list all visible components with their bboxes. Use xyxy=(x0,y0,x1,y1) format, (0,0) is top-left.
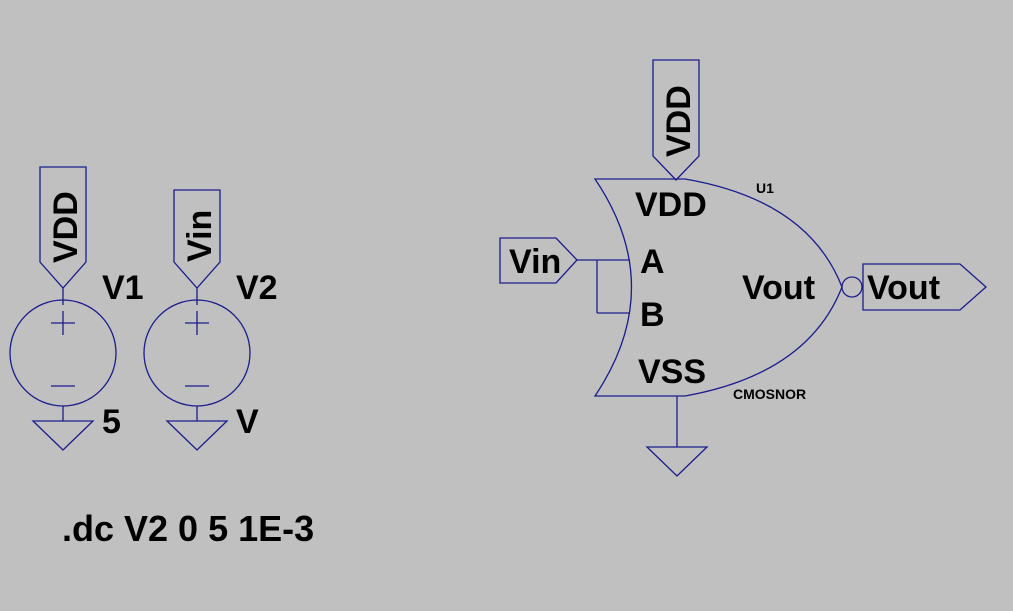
net-flag-vdd-v1-label: VDD xyxy=(47,191,85,263)
pin-label-out: Vout xyxy=(742,269,815,307)
input-wiring xyxy=(577,259,630,314)
source-value-v2: V xyxy=(236,403,259,441)
pin-label-vdd: VDD xyxy=(635,186,707,224)
source-name-v2: V2 xyxy=(236,269,278,307)
model-name: CMOSNOR xyxy=(733,386,806,402)
source-value-v1: 5 xyxy=(102,403,121,441)
net-flag-vdd-u1-label: VDD xyxy=(660,85,698,157)
net-flag-vin-input-label: Vin xyxy=(509,243,561,281)
net-flag-vin-input[interactable]: Vin xyxy=(499,237,578,284)
net-flag-vout-output[interactable]: Vout xyxy=(862,263,987,311)
pin-label-vss: VSS xyxy=(638,353,706,391)
nor-gate-body xyxy=(593,178,843,397)
pin-label-a: A xyxy=(640,243,665,281)
ground-symbol-v1 xyxy=(31,420,95,451)
voltage-source-v2[interactable]: Vin V2 V xyxy=(143,189,278,451)
instance-name: U1 xyxy=(756,180,774,196)
voltage-source-v1[interactable]: VDD V1 5 xyxy=(9,166,144,451)
spice-directive[interactable]: .dc V2 0 5 1E-3 xyxy=(62,508,314,549)
pin-label-b: B xyxy=(640,296,665,334)
net-flag-vout-output-label: Vout xyxy=(867,269,940,307)
net-flag-vin-v2-label: Vin xyxy=(181,210,219,262)
net-flag-vin-v2[interactable]: Vin xyxy=(173,189,221,289)
ground-symbol-u1 xyxy=(645,446,709,477)
net-flag-vdd-v1[interactable]: VDD xyxy=(39,166,87,289)
nor-gate-u1[interactable]: VDD VDD A B VSS Vout U1 CMOSNOR xyxy=(577,59,863,477)
ground-symbol-v2 xyxy=(165,420,229,451)
net-flag-vdd-u1[interactable]: VDD xyxy=(652,59,700,181)
inversion-bubble xyxy=(841,276,863,298)
source-name-v1: V1 xyxy=(102,269,144,307)
